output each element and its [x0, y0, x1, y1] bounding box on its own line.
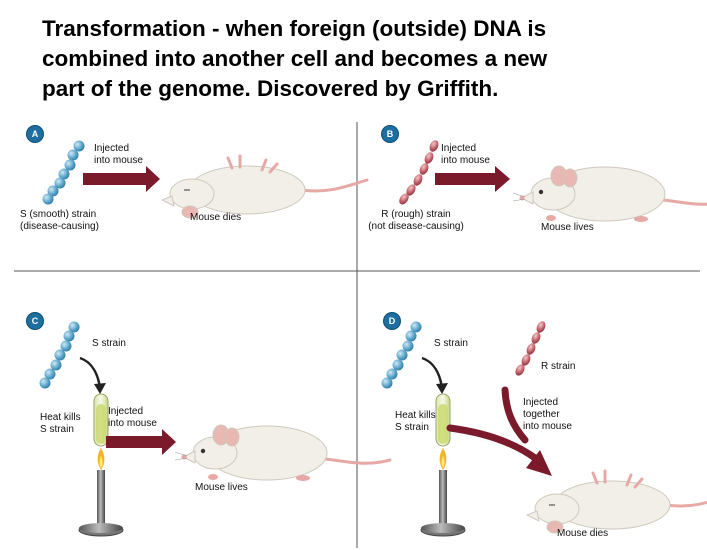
panel-d-s-strain-label: S strain [434, 338, 468, 349]
page-title: Transformation - when foreign (outside) … [42, 14, 682, 104]
panel-d-r-strain-label: R strain [541, 361, 576, 372]
r-strain-chain-d [515, 321, 546, 376]
panel-d-badge: D [384, 313, 400, 329]
title-line-3: part of the genome. Discovered by Griffi… [42, 76, 499, 101]
panel-b-outcome: Mouse lives [541, 222, 594, 233]
panel-c-badge: C [27, 313, 43, 329]
s-strain-chain-c [39, 321, 80, 389]
panel-d-outcome: Mouse dies [557, 528, 609, 539]
test-tube-c [93, 393, 109, 447]
panel-c-strain-label: S strain [92, 338, 126, 349]
panel-a-badge: A [27, 126, 43, 142]
inject-arrow-b [435, 166, 510, 192]
inject-arrow-a [83, 166, 160, 192]
inject-arrow-c [106, 429, 176, 455]
panel-b-badge: B [382, 126, 398, 142]
panel-a-outcome: Mouse dies [190, 212, 242, 223]
title-line-2: combined into another cell and becomes a… [42, 46, 548, 71]
panel-a-strain-label: S (smooth) strain(disease-causing) [20, 209, 99, 232]
mouse-dead-d [525, 469, 707, 535]
combine-arrow-d [446, 386, 552, 476]
panel-c-outcome: Mouse lives [195, 482, 248, 493]
mouse-dead-a [160, 154, 369, 220]
mouse-alive-b [511, 164, 707, 224]
s-strain-chain-a [42, 140, 85, 205]
bunsen-burner-d [420, 448, 466, 537]
bunsen-burner-c [78, 448, 124, 537]
title-line-1: Transformation - when foreign (outside) … [42, 16, 547, 41]
test-tube-d [435, 393, 451, 447]
s-strain-chain-d [381, 321, 422, 389]
mouse-alive-c [173, 423, 392, 483]
panel-b-strain-label: R (rough) strain(not disease-causing) [368, 209, 464, 232]
r-strain-chain-b [399, 140, 439, 205]
